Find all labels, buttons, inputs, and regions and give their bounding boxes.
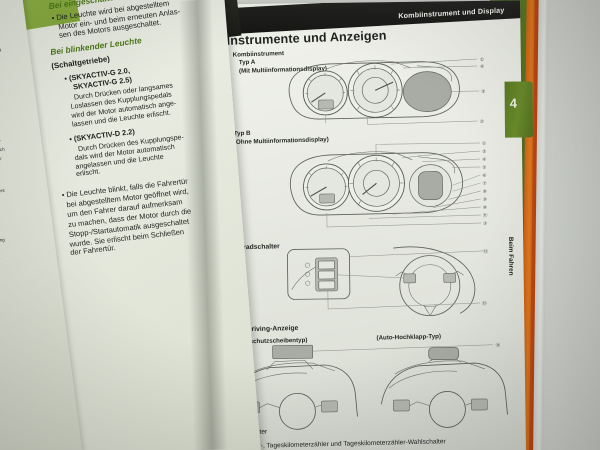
svg-text:⑨: ⑨ <box>483 197 488 202</box>
svg-text:⑪: ⑪ <box>483 212 488 219</box>
prev-frag-11: ...automatisch <box>0 146 5 154</box>
prev-frag-2: ...g auf ON gestellt <box>0 48 1 56</box>
svg-text:④: ④ <box>482 157 487 162</box>
prev-frag-12: ...den Motor <box>0 156 2 163</box>
fig4-variant-b: (Auto-Hochklapp-Typ) <box>376 333 442 342</box>
svg-text:④: ④ <box>480 64 485 69</box>
fig1-type-label: Typ A <box>238 58 256 67</box>
legend-text-2: Kilometer-, Tageskilometerzähler und Tag… <box>232 438 446 450</box>
active-driving-display-diagram: ⑭ <box>230 342 508 430</box>
prev-frag-14: ...s Fahrers <box>0 187 5 195</box>
right-page: Kombiinstrument und Display Instrumente … <box>210 0 526 450</box>
fig2-type-label: Typ B <box>233 129 251 138</box>
prev-frag-10: ...opr aus Si- <box>0 138 1 145</box>
instrument-cluster-typ-a-diagram: ① ④ ② ③ <box>288 57 486 125</box>
prev-frag-20: ...gs- <box>0 256 1 262</box>
prev-frag-18: ...rüfung <box>0 237 5 244</box>
chapter-tab-4: 4 <box>504 81 534 138</box>
svg-text:⑦: ⑦ <box>482 181 487 186</box>
svg-text:③: ③ <box>483 221 488 226</box>
svg-text:①: ① <box>480 57 485 62</box>
svg-text:①: ① <box>482 141 487 146</box>
svg-text:③: ③ <box>480 119 485 124</box>
svg-text:⑬: ⑬ <box>482 300 487 307</box>
svg-text:②: ② <box>481 89 486 94</box>
book-right-half: Kombiinstrument und Display Instrumente … <box>195 0 584 450</box>
block2-item-label: (Schaltgetriebe) <box>50 54 111 71</box>
chapter-tab-number: 4 <box>509 95 518 111</box>
instrument-cluster-typ-b-diagram: ① ② ④ ⑤ ⑥ ⑦ ⑧ ⑨ ⑩ ⑪ ③ <box>290 141 488 228</box>
svg-text:⑩: ⑩ <box>483 205 488 210</box>
svg-text:⑧: ⑧ <box>483 189 488 194</box>
chapter-side-tab-label: Beim Fahren <box>506 236 515 276</box>
svg-text:⑤: ⑤ <box>482 165 487 170</box>
svg-text:⑥: ⑥ <box>482 173 487 178</box>
svg-text:⑭: ⑭ <box>496 342 501 349</box>
svg-text:②: ② <box>482 149 487 154</box>
sub2-text-line4: erlischt. <box>75 167 101 179</box>
chapter-side-tab: Beim Fahren <box>500 201 519 321</box>
svg-text:⑫: ⑫ <box>483 248 488 255</box>
